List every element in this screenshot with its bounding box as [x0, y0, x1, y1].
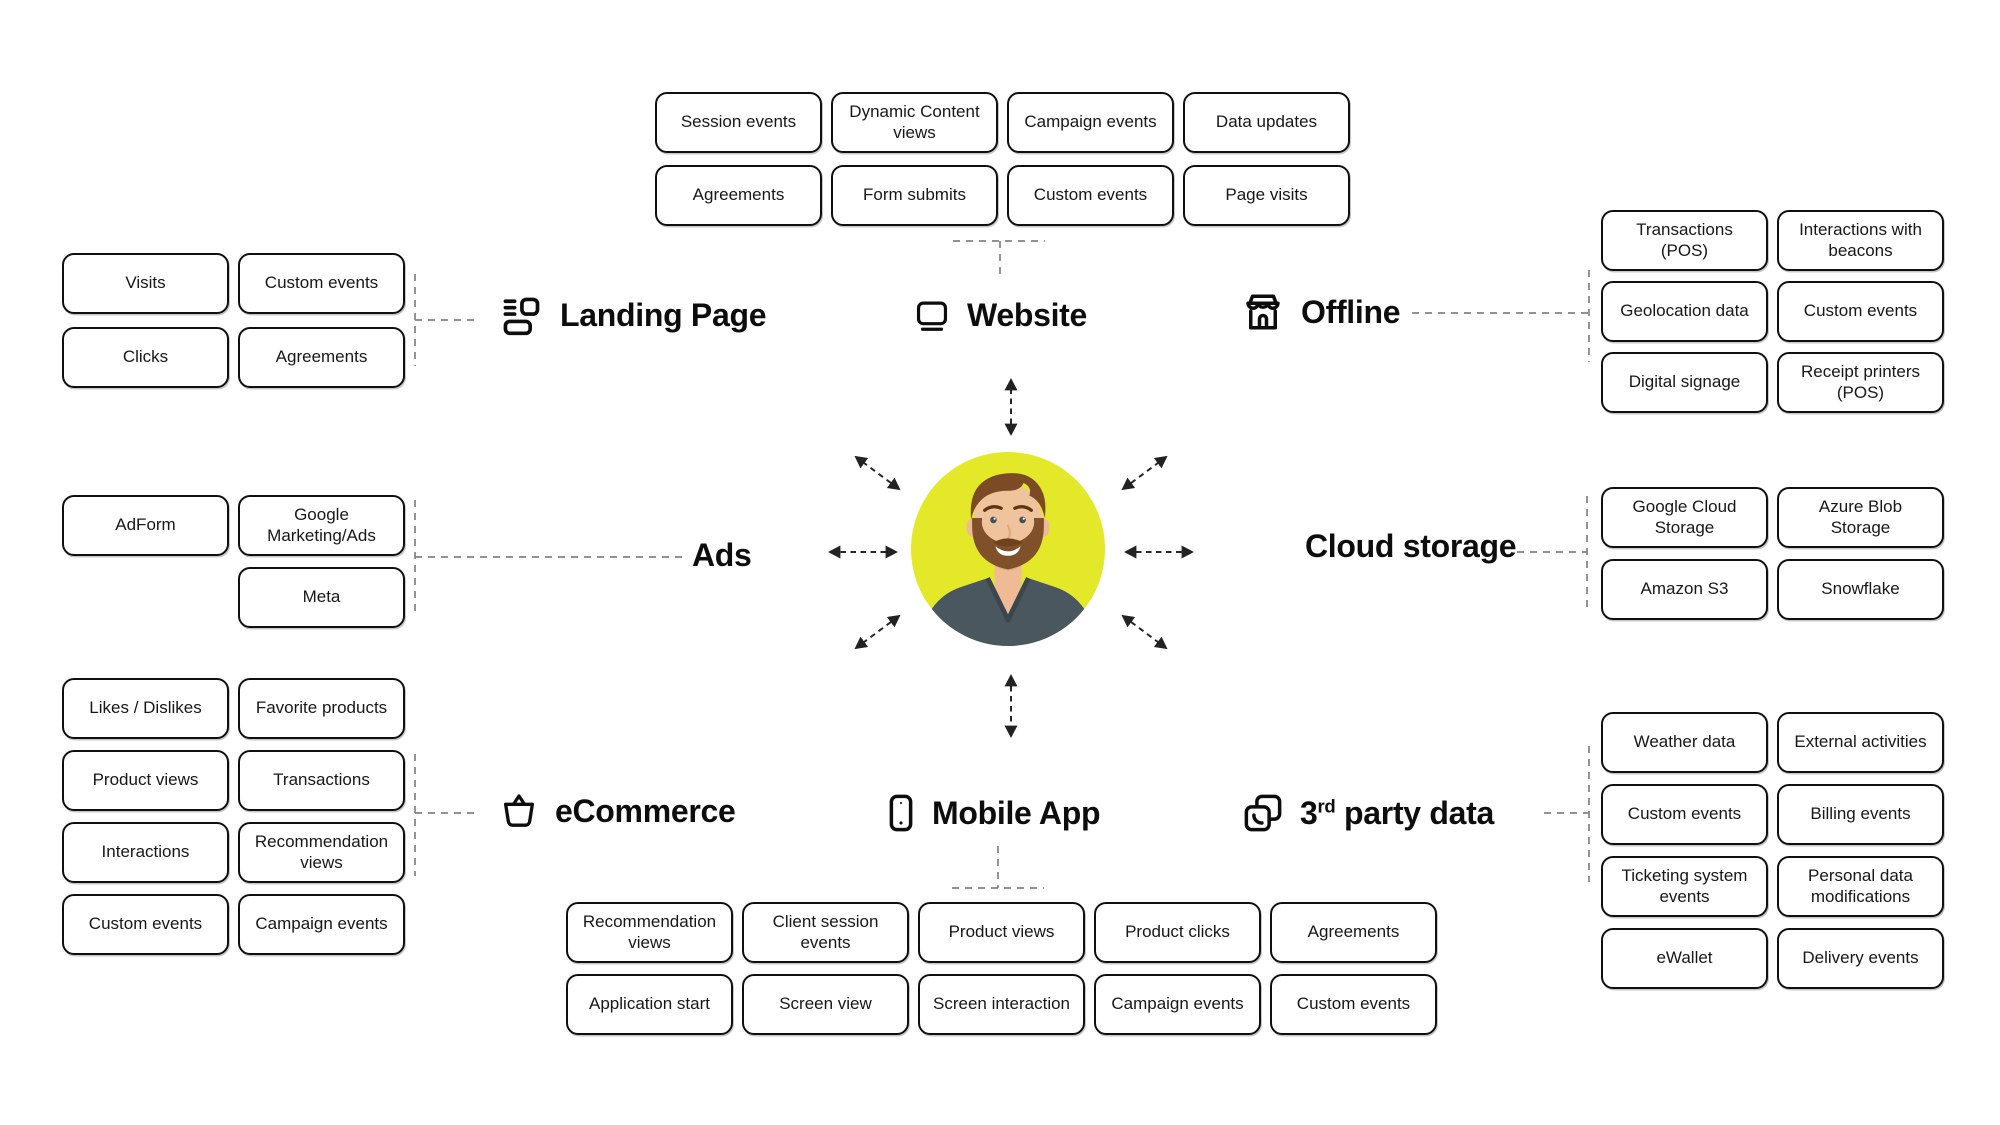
event-box: Custom events: [1007, 165, 1174, 226]
smartphone-icon: [886, 792, 916, 834]
event-box: Visits: [62, 253, 229, 314]
event-box: Form submits: [831, 165, 998, 226]
event-box: AdForm: [62, 495, 229, 556]
event-box: Screen interaction: [918, 974, 1085, 1035]
event-box: Receipt printers (POS): [1777, 352, 1944, 413]
event-box: Billing events: [1777, 784, 1944, 845]
event-box: Custom events: [238, 253, 405, 314]
event-box: Custom events: [1601, 784, 1768, 845]
event-box: Agreements: [655, 165, 822, 226]
event-box: Campaign events: [1094, 974, 1261, 1035]
customer-avatar: [911, 452, 1105, 646]
ecommerce-title: eCommerce: [555, 792, 736, 829]
event-box: Geolocation data: [1601, 281, 1768, 342]
event-box: Custom events: [1270, 974, 1437, 1035]
event-box: Product clicks: [1094, 902, 1261, 963]
event-box: Interactions with beacons: [1777, 210, 1944, 271]
offline-label: Offline: [1241, 286, 1401, 338]
avatar-illustration: [911, 452, 1105, 646]
radiating-arrows: [828, 378, 1194, 738]
event-box: Agreements: [238, 327, 405, 388]
event-box: Campaign events: [1007, 92, 1174, 153]
event-box: Likes / Dislikes: [62, 678, 229, 739]
monitor-icon: [913, 296, 951, 334]
event-box: Application start: [566, 974, 733, 1035]
offline-events: Transactions (POS)Interactions with beac…: [1601, 210, 1944, 413]
event-box: Interactions: [62, 822, 229, 883]
website-label: Website: [913, 289, 1087, 341]
event-box: Favorite products: [238, 678, 405, 739]
event-box: Google Marketing/Ads: [238, 495, 405, 556]
event-box: Screen view: [742, 974, 909, 1035]
event-box: External activities: [1777, 712, 1944, 773]
ads-label: Ads: [692, 529, 752, 581]
event-box: Session events: [655, 92, 822, 153]
event-box: Azure Blob Storage: [1777, 487, 1944, 548]
event-box: Recommendation views: [238, 822, 405, 883]
group-connectors: [414, 240, 1590, 889]
landing-page-icon: [498, 293, 544, 337]
event-box: Product views: [62, 750, 229, 811]
event-box: Product views: [918, 902, 1085, 963]
ads-title: Ads: [692, 536, 752, 573]
event-box: Clicks: [62, 327, 229, 388]
event-box: Personal data modifications: [1777, 856, 1944, 917]
event-box: eWallet: [1601, 928, 1768, 989]
event-box: Snowflake: [1777, 559, 1944, 620]
event-box: Digital signage: [1601, 352, 1768, 413]
landing-page-label: Landing Page: [498, 289, 767, 341]
event-box: Agreements: [1270, 902, 1437, 963]
event-box: Weather data: [1601, 712, 1768, 773]
store-icon: [1241, 291, 1285, 333]
event-box: Ticketing system events: [1601, 856, 1768, 917]
event-box: Transactions (POS): [1601, 210, 1768, 271]
third-party-data-title: 3rd party data: [1300, 794, 1494, 831]
event-box: Client session events: [742, 902, 909, 963]
event-box: Data updates: [1183, 92, 1350, 153]
event-box: Recommendation views: [566, 902, 733, 963]
event-box: Page visits: [1183, 165, 1350, 226]
mobile-app-title: Mobile App: [932, 794, 1101, 831]
offline-title: Offline: [1301, 293, 1401, 330]
event-box: Custom events: [1777, 281, 1944, 342]
event-box: Transactions: [238, 750, 405, 811]
website-title: Website: [967, 296, 1088, 333]
landing-page-title: Landing Page: [560, 296, 767, 333]
event-box: Campaign events: [238, 894, 405, 955]
ecommerce-label: eCommerce: [499, 785, 736, 837]
event-box: Custom events: [62, 894, 229, 955]
mobile-app-label: Mobile App: [886, 787, 1101, 839]
third-party-data-label: 3rd party data: [1242, 787, 1494, 839]
event-box: Dynamic Content views: [831, 92, 998, 153]
cloud-storage-title: Cloud storage: [1305, 527, 1517, 564]
event-box: Delivery events: [1777, 928, 1944, 989]
cloud-storage-label: Cloud storage: [1305, 520, 1517, 572]
event-box: Meta: [238, 567, 405, 628]
event-box: Google Cloud Storage: [1601, 487, 1768, 548]
third-party-data-icon: [1242, 792, 1284, 834]
event-box: Amazon S3: [1601, 559, 1768, 620]
basket-icon: [499, 791, 539, 831]
